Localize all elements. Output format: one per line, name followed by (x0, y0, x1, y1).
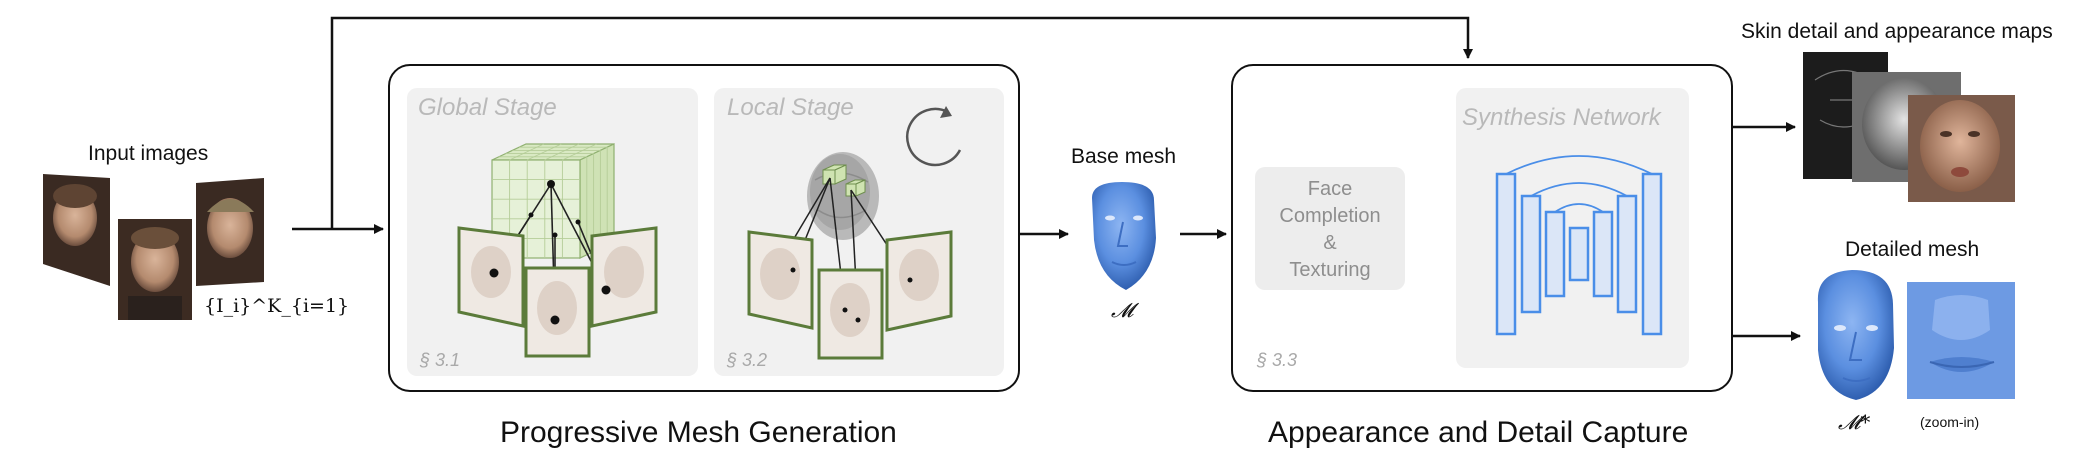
face-completion-text: Face Completion & Texturing (1255, 176, 1405, 284)
base-mesh-label: Base mesh (1071, 145, 1177, 168)
unet-skip-connections (1505, 155, 1653, 213)
input-photo-left (43, 174, 110, 286)
local-stage-section: § 3.2 (727, 350, 768, 370)
local-view-plane-right (885, 230, 953, 332)
face-completion-line-4: Texturing (1289, 259, 1371, 281)
appearance-title: Appearance and Detail Capture (1268, 416, 1689, 449)
progressive-title: Progressive Mesh Generation (500, 416, 897, 449)
maps-label: Skin detail and appearance maps (1741, 20, 2053, 43)
zoom-in-label: (zoom-in) (1920, 414, 1980, 430)
face-completion-line-1: Face (1307, 178, 1353, 200)
global-stage-section: § 3.1 (420, 350, 461, 370)
local-stage-title: Local Stage (727, 94, 854, 121)
appearance-section: § 3.3 (1257, 350, 1298, 370)
global-stage-title: Global Stage (418, 94, 557, 121)
arrow-skip-top (330, 16, 1473, 229)
view-plane-middle (524, 266, 591, 358)
synthesis-network-title: Synthesis Network (1462, 104, 1661, 131)
input-formula: {I_i}^K_{i=1} (204, 295, 350, 317)
base-mesh-symbol: 𝓜 (1111, 298, 1134, 322)
face-completion-line-3: & (1323, 232, 1337, 254)
local-view-plane-middle (817, 268, 884, 360)
local-projection-points (790, 267, 913, 323)
input-photo-middle (118, 219, 192, 320)
view-plane-right (590, 226, 658, 328)
face-completion-box (1255, 167, 1405, 290)
local-voxel-patch-a (822, 164, 847, 185)
face-completion-line-2: Completion (1279, 205, 1381, 227)
projection-points (489, 180, 611, 325)
voxel-grid-lines (492, 143, 608, 258)
zoom-in-patch (1907, 282, 2015, 399)
input-images-label: Input images (88, 142, 209, 165)
iterate-icon (905, 106, 962, 167)
unet-bottleneck (1568, 226, 1590, 282)
detailed-mesh-symbol: 𝓜* (1838, 410, 1871, 434)
detailed-mesh-label: Detailed mesh (1845, 238, 1980, 261)
local-view-plane-left (747, 230, 814, 330)
color-map (1908, 95, 2015, 202)
input-photo-right (196, 178, 264, 286)
base-mesh-face (1092, 182, 1156, 290)
